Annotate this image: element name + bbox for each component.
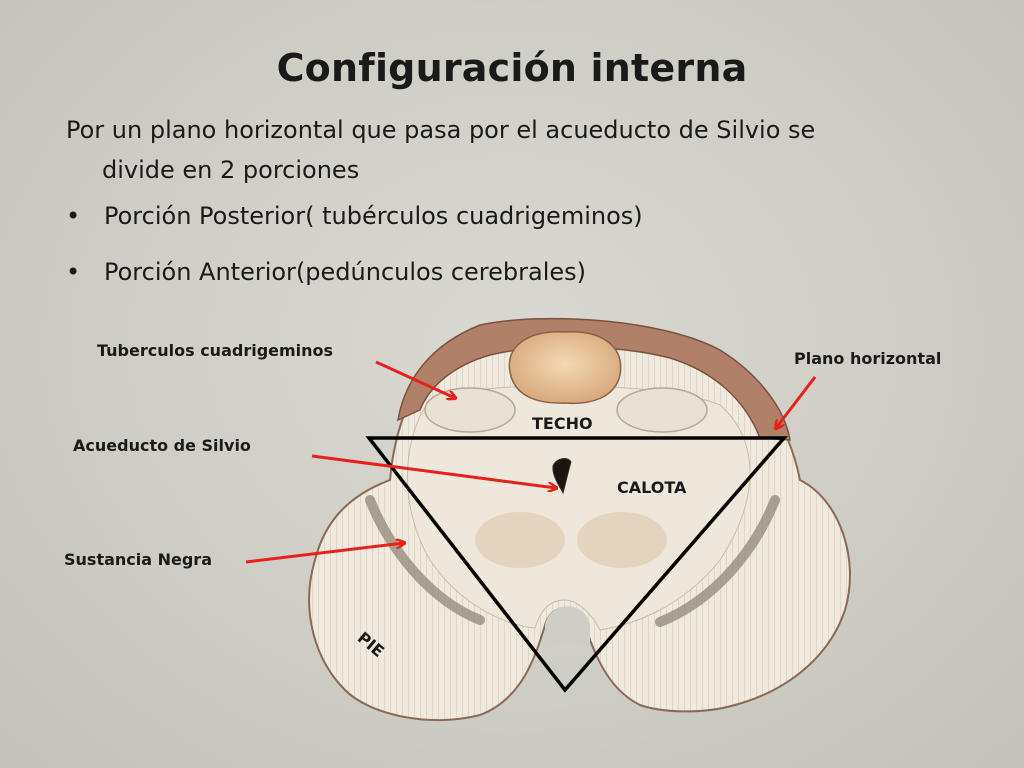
plane-triangle — [365, 436, 788, 693]
arrow-acueducto-icon — [311, 454, 556, 488]
intro-line-2: divide en 2 porciones — [102, 156, 360, 184]
intro-line-1: Por un plano horizontal que pasa por el … — [66, 116, 816, 144]
bullet-dot-icon: • — [66, 202, 81, 230]
label-acueducto: Acueducto de Silvio — [73, 436, 251, 455]
bullet-dot-icon: • — [66, 258, 81, 286]
aqueduct-of-sylvius — [552, 458, 572, 495]
arrow-tuberculos-icon — [375, 360, 455, 398]
label-tuberculos: Tuberculos cuadrigeminos — [97, 341, 334, 360]
pineal-body — [508, 331, 622, 405]
label-calota: CALOTA — [617, 478, 687, 497]
bullet-text: Porción Anterior(pedúnculos cerebrales) — [104, 258, 587, 286]
arrow-plano-icon — [776, 376, 817, 428]
label-plano-horizontal: Plano horizontal — [794, 349, 942, 368]
label-techo: TECHO — [532, 414, 593, 433]
bullet-text: Porción Posterior( tubérculos cuadrigemi… — [104, 202, 643, 230]
slide-title: Configuración interna — [276, 46, 748, 90]
label-sustancia-negra: Sustancia Negra — [64, 550, 212, 569]
intro-paragraph: Por un plano horizontal que pasa por el … — [66, 110, 966, 190]
midbrain-tissue — [308, 317, 851, 722]
arrow-sustancia-icon — [245, 543, 404, 564]
